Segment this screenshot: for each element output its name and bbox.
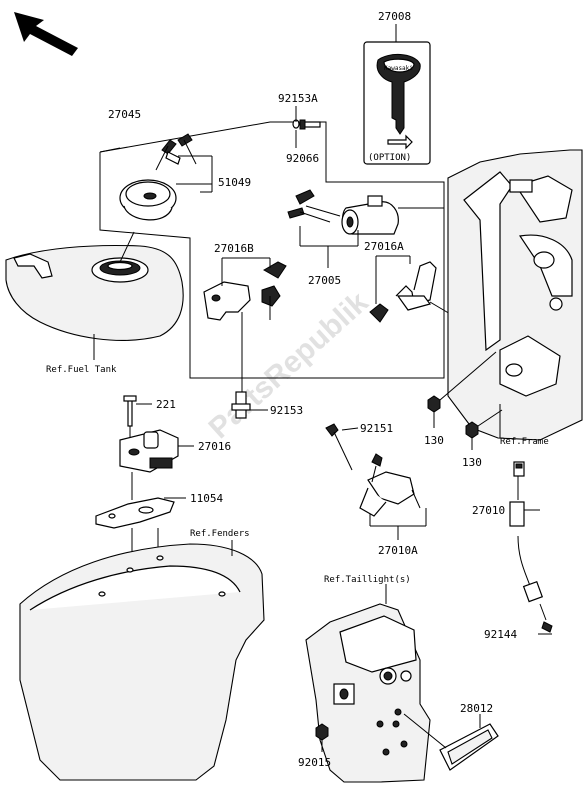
label-27008: 27008 xyxy=(378,10,411,23)
ignition-keys xyxy=(287,189,359,268)
label-27016a: 27016A xyxy=(364,240,404,253)
label-92153: 92153 xyxy=(270,404,303,417)
screw-92153a-part xyxy=(292,119,321,130)
ref-fuel-tank-label: Ref.Fuel Tank xyxy=(46,365,117,375)
seat-lock-27016b-part xyxy=(203,257,287,398)
label-27005: 27005 xyxy=(308,274,341,287)
label-130-lower: 130 xyxy=(462,456,482,469)
label-11054: 11054 xyxy=(190,492,223,505)
label-27010: 27010 xyxy=(472,504,505,517)
fender-ref-part xyxy=(19,540,265,781)
key-brand-text: Kawasaki xyxy=(384,65,413,72)
bolt-130-upper-part xyxy=(427,351,497,428)
nut-92015-part xyxy=(315,723,329,752)
spring-92144-part xyxy=(517,535,553,635)
label-130-upper: 130 xyxy=(424,434,444,447)
ref-taillight-label: Ref.Taillight(s) xyxy=(324,575,411,585)
ignition-switch-part xyxy=(341,195,444,235)
ref-frame-label: Ref.Frame xyxy=(500,437,549,447)
fuel-tank-ref-part xyxy=(5,244,184,360)
seat-lock-27016-part xyxy=(119,429,194,500)
label-92153a: 92153A xyxy=(278,92,318,105)
latch-27016a-part xyxy=(369,255,495,341)
fuel-cap-keys xyxy=(155,133,197,171)
ref-fenders-label: Ref.Fenders xyxy=(190,529,250,539)
label-27016b: 27016B xyxy=(214,242,254,255)
reflector-28012-part xyxy=(403,713,499,771)
fuel-cap-part xyxy=(119,155,213,263)
label-92151: 92151 xyxy=(360,422,393,435)
bolt-130-lower-part xyxy=(465,409,503,450)
front-direction-arrow-icon xyxy=(14,12,78,56)
label-28012: 28012 xyxy=(460,702,493,715)
key-set-outline xyxy=(99,147,121,153)
label-27016: 27016 xyxy=(198,440,231,453)
switch-27010a-part xyxy=(359,453,427,540)
label-92015: 92015 xyxy=(298,756,331,769)
bracket-11054-part xyxy=(95,497,186,560)
label-92144: 92144 xyxy=(484,628,517,641)
label-27010a: 27010A xyxy=(378,544,418,557)
option-key-part xyxy=(363,41,431,165)
switch-27010-part xyxy=(509,461,540,527)
label-51049: 51049 xyxy=(218,176,251,189)
label-92066: 92066 xyxy=(286,152,319,165)
screw-92153-part xyxy=(231,391,268,419)
taillight-ref-part xyxy=(305,584,431,783)
label-27045: 27045 xyxy=(108,108,141,121)
bolt-92151-part xyxy=(325,423,359,471)
frame-ref-part xyxy=(447,149,583,441)
screw-221-part xyxy=(123,395,152,438)
label-221: 221 xyxy=(156,398,176,411)
option-label: (OPTION) xyxy=(368,153,411,163)
